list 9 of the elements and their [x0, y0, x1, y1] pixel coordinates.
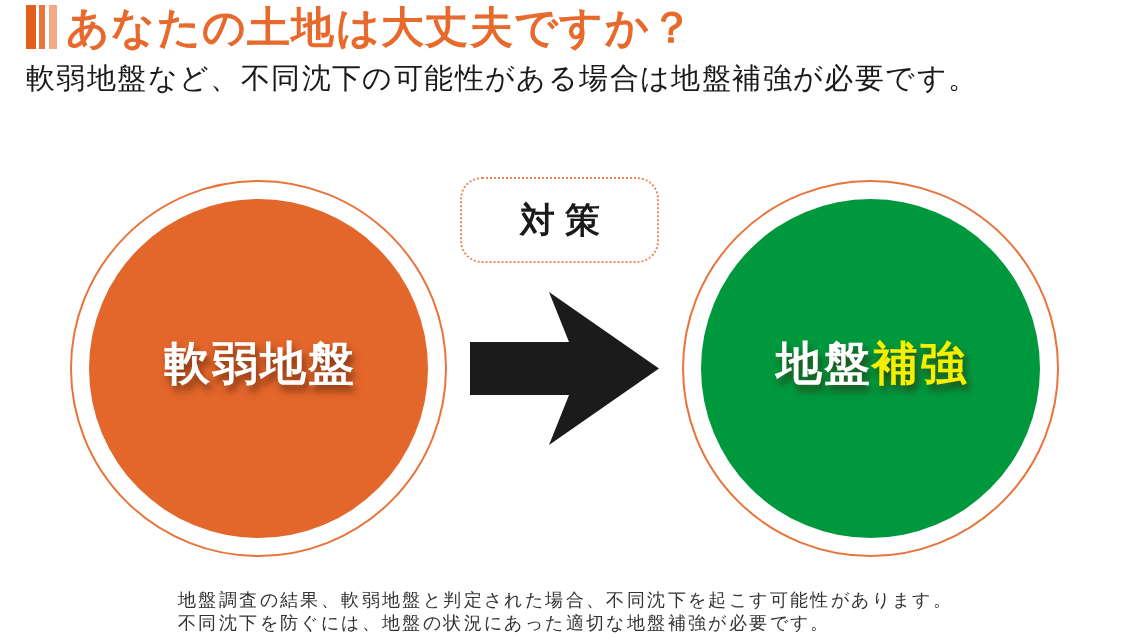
note-text: 不同沈下を防ぐには、地盤の状況にあった適切な地盤補強が必要です。 — [178, 612, 831, 634]
note-text: 地盤調査の結果、軟弱地盤と判定された場合、不同沈下を起こす可能性があります。 — [178, 589, 954, 611]
block-arrow — [470, 292, 659, 445]
node-label: 軟弱地盤 — [162, 336, 356, 389]
subtitle: 軟弱地盤など、不同沈下の可能性がある場合は地盤補強が必要です。 — [26, 61, 979, 95]
title: あなたの土地は大丈夫ですか？ — [66, 3, 695, 51]
node-label: 地盤補強 — [773, 336, 968, 389]
label-box — [460, 177, 659, 263]
node-label: 対策 — [518, 199, 610, 241]
